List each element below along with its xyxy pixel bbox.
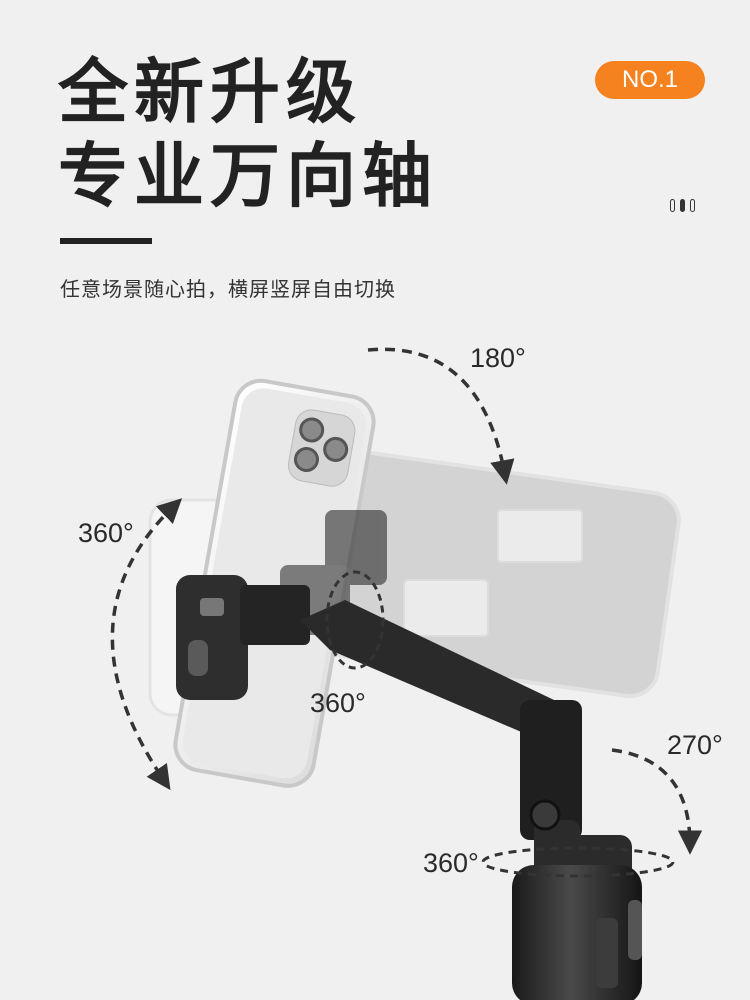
angle-label-bottom: 360° [423,848,479,878]
headline-line-1: 全新升级 [58,51,362,133]
arrow-bottom-360 [481,846,675,878]
carousel-dot-2 [680,199,685,212]
carousel-dot-3 [690,199,695,212]
headline-line-2: 专业万向轴 [58,135,438,217]
gimbal-arm [300,600,632,885]
carousel-indicator [670,199,695,212]
carousel-dot-1 [670,199,675,212]
arrow-180 [367,347,515,485]
handle-pole [512,865,642,1000]
rank-badge: NO.1 [595,61,705,99]
headline: 全新升级 专业万向轴 [58,50,438,218]
arrow-270 [611,748,703,855]
arrow-left-360 [110,498,183,791]
subtitle: 任意场景随心拍，横屏竖屏自由切换 [60,277,396,301]
angle-label-right: 270° [667,730,723,760]
arrow-middle-360 [325,570,385,670]
angle-label-middle: 360° [310,688,366,718]
angle-label-top: 180° [470,343,526,373]
angle-label-left: 360° [78,518,134,548]
title-underline [60,238,152,244]
phone-clamp [176,575,310,700]
